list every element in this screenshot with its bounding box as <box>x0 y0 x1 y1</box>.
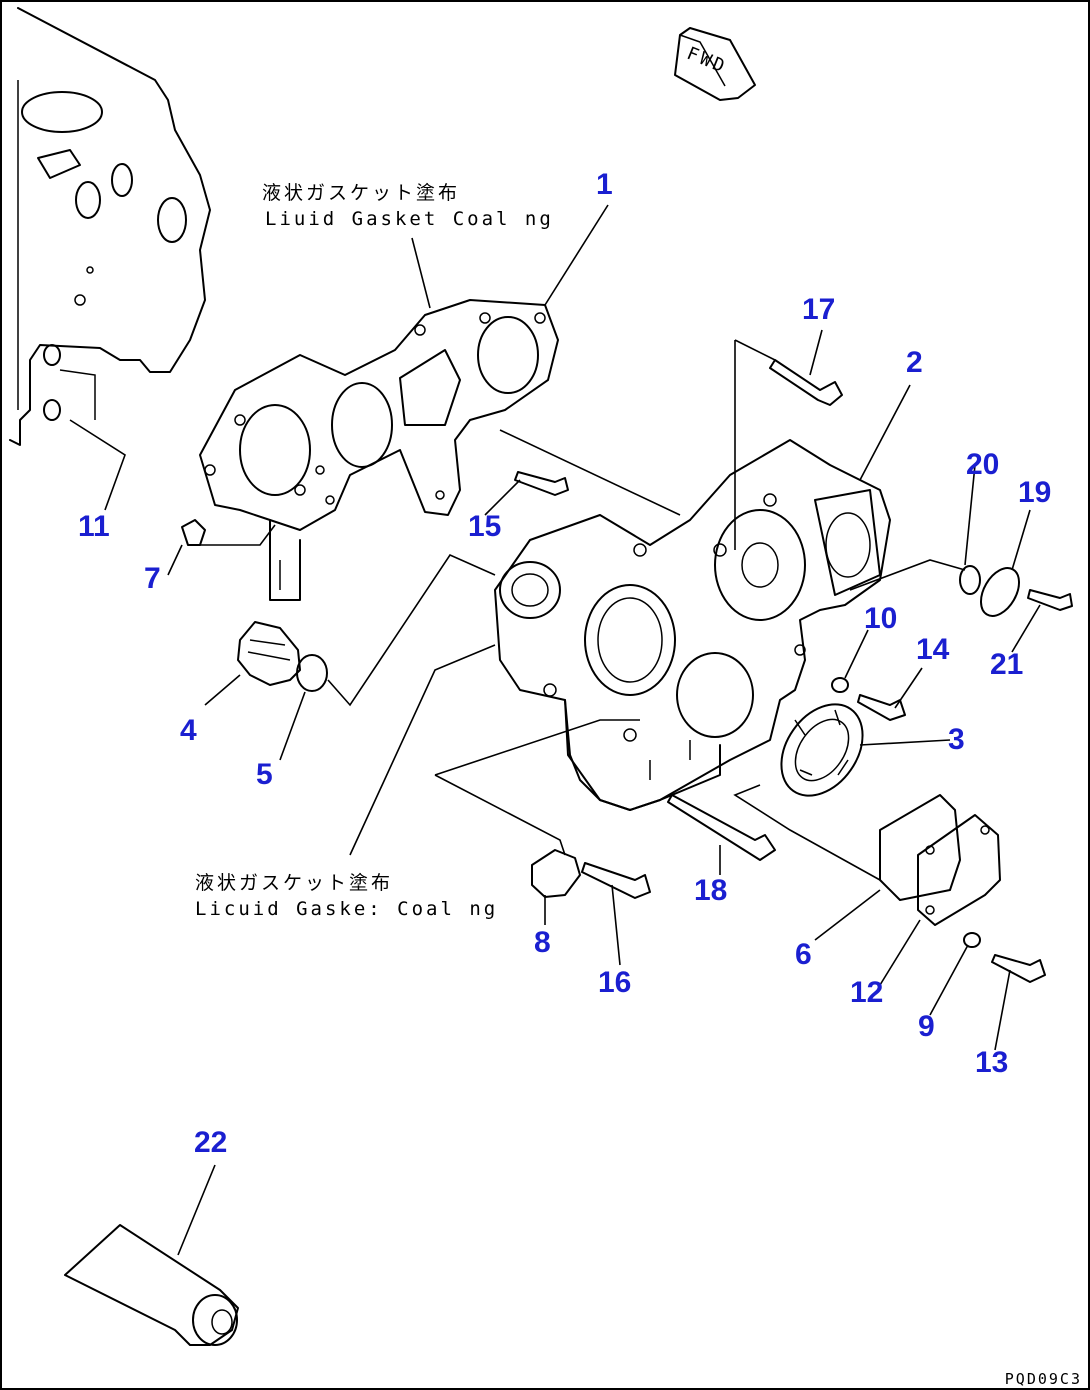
liquid-gasket-note-top-jp: 液状ガスケット塗布 <box>262 182 461 204</box>
callout-2[interactable]: 2 <box>906 346 923 379</box>
callout-6[interactable]: 6 <box>795 938 812 971</box>
oil-filler-cap <box>237 621 328 692</box>
callout-9[interactable]: 9 <box>918 1010 935 1043</box>
callout-5[interactable]: 5 <box>256 758 273 791</box>
callout-21[interactable]: 21 <box>990 648 1024 681</box>
callout-3[interactable]: 3 <box>948 723 965 756</box>
callout-20[interactable]: 20 <box>966 448 1000 481</box>
callout-11[interactable]: 11 <box>78 510 110 543</box>
callout-1[interactable]: 1 <box>596 168 613 201</box>
callout-12[interactable]: 12 <box>850 976 884 1009</box>
bolts <box>514 359 1073 983</box>
front-cover <box>494 439 891 811</box>
callout-7[interactable]: 7 <box>144 562 161 595</box>
callout-13[interactable]: 13 <box>975 1046 1009 1079</box>
callout-15[interactable]: 15 <box>468 510 502 543</box>
callout-4[interactable]: 4 <box>180 714 197 747</box>
oil-seal <box>780 703 864 797</box>
callout-14[interactable]: 14 <box>916 633 950 666</box>
callout-22[interactable]: 22 <box>194 1126 228 1159</box>
liquid-gasket-note-top-en: Liuid Gasket Coal ng <box>265 208 554 230</box>
liquid-gasket-note-bottom-jp: 液状ガスケット塗布 <box>195 872 394 894</box>
front-cover-gasket <box>199 299 559 601</box>
callout-18[interactable]: 18 <box>694 874 728 907</box>
leader-lines <box>69 204 1041 1256</box>
callout-17[interactable]: 17 <box>802 293 836 326</box>
liquid-gasket-note-bottom-en: Licuid Gaske: Coal ng <box>195 898 499 920</box>
engine-block <box>9 7 211 446</box>
forward-direction-arrow <box>674 27 756 101</box>
liquid-gasket-tube <box>64 1224 239 1346</box>
drawing-code: PQD09C3 <box>1004 1370 1082 1388</box>
callout-8[interactable]: 8 <box>534 926 551 959</box>
callout-10[interactable]: 10 <box>864 602 898 635</box>
cover-plate <box>879 794 1001 926</box>
callout-19[interactable]: 19 <box>1018 476 1052 509</box>
small-parts <box>181 519 1020 948</box>
callout-16[interactable]: 16 <box>598 966 632 999</box>
